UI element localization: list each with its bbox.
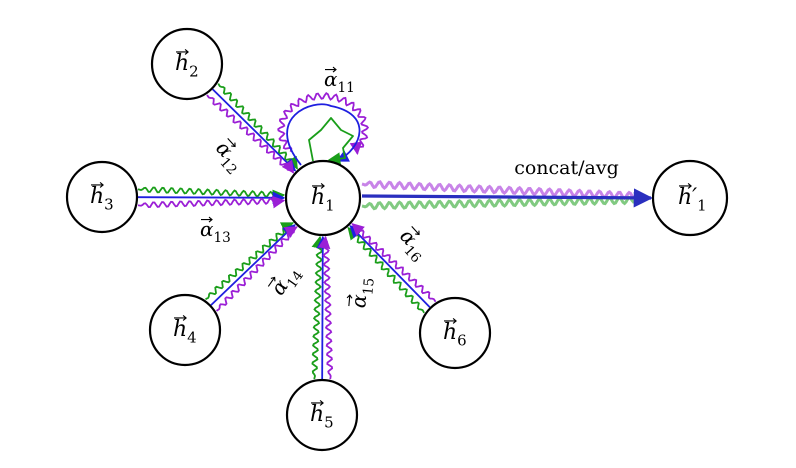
attention-label-16: α16 xyxy=(391,224,433,266)
vector-arrow-icon xyxy=(312,183,325,189)
green-head-loop xyxy=(308,117,354,165)
output-arrow: concat/avg xyxy=(361,157,653,211)
vector-arrow-icon xyxy=(325,66,337,73)
green-head-line xyxy=(137,186,286,203)
vector-arrow-icon xyxy=(267,276,276,287)
blue-head-line xyxy=(316,235,330,380)
node-circle xyxy=(65,160,139,234)
svg-text:h1: h1 xyxy=(311,185,335,215)
blue-head-loop xyxy=(286,103,361,166)
vector-arrow-icon xyxy=(91,182,104,188)
node-label-h1p: h′1 xyxy=(678,183,707,215)
vector-arrow-icon xyxy=(311,400,324,406)
blue-head-output xyxy=(361,188,653,208)
blue-head-line xyxy=(210,224,296,306)
output-layer: concat/avg xyxy=(361,157,653,211)
edges-layer xyxy=(137,83,437,380)
vector-arrow-icon xyxy=(346,294,353,307)
vector-arrow-icon xyxy=(227,137,236,148)
blue-head-line xyxy=(349,224,431,308)
node-circle xyxy=(284,159,362,237)
node-circle xyxy=(418,296,492,370)
green-head-line xyxy=(311,235,324,380)
svg-text:h6: h6 xyxy=(443,320,467,350)
alpha-13: α13 xyxy=(200,216,231,246)
green-head-line xyxy=(205,222,295,301)
blue-head-line xyxy=(137,191,286,205)
edge-h5-to-h1 xyxy=(311,235,334,380)
edge-h2-to-h1 xyxy=(206,83,298,174)
vector-arrow-icon xyxy=(201,216,213,223)
purple-head-loop xyxy=(277,92,370,155)
purple-head-line xyxy=(317,235,334,380)
alpha-11: α11 xyxy=(324,66,355,96)
node-h1: h1 xyxy=(284,159,362,237)
node-h6: h6 xyxy=(418,296,492,370)
vector-arrow-icon xyxy=(174,315,187,321)
purple-head-line xyxy=(137,195,286,209)
node-circle xyxy=(150,27,224,101)
svg-text:h2: h2 xyxy=(175,51,199,81)
node-circle xyxy=(285,378,359,452)
attention-label-14: α14 xyxy=(266,268,307,300)
self-loop-h1 xyxy=(277,92,370,166)
node-h1p: h′1 xyxy=(651,159,729,237)
node-label-h1: h1 xyxy=(311,183,335,215)
alpha-15: α15 xyxy=(346,276,378,309)
green-head-line xyxy=(217,83,298,170)
alpha-16: α16 xyxy=(391,224,433,266)
edge-h6-to-h1 xyxy=(347,223,437,314)
node-h3: h3 xyxy=(65,160,139,234)
svg-text:α16: α16 xyxy=(391,224,433,266)
blue-head-line xyxy=(212,88,297,172)
svg-text:h′1: h′1 xyxy=(678,185,707,215)
green-head-output xyxy=(361,195,642,211)
edge-h4-to-h1 xyxy=(205,222,298,312)
node-label-h5: h5 xyxy=(310,400,334,432)
purple-head-line xyxy=(351,223,437,303)
vector-arrow-icon xyxy=(176,49,189,55)
green-head-line xyxy=(347,226,425,314)
attention-label-12: α12 xyxy=(207,136,249,178)
vector-arrow-icon xyxy=(411,225,420,236)
vector-arrow-icon xyxy=(444,318,457,324)
attention-label-11: α11 xyxy=(324,66,355,96)
svg-text:h5: h5 xyxy=(310,402,334,432)
svg-text:h4: h4 xyxy=(173,317,197,347)
svg-text:α15: α15 xyxy=(346,276,378,309)
edge-h3-to-h1 xyxy=(137,186,286,209)
purple-head-line xyxy=(206,94,295,174)
alpha-12: α12 xyxy=(207,136,249,178)
node-h4: h4 xyxy=(148,293,222,367)
node-h2: h2 xyxy=(150,27,224,101)
svg-text:h3: h3 xyxy=(90,184,114,214)
alpha-14: α14 xyxy=(266,268,307,300)
attention-label-15: α15 xyxy=(346,276,378,309)
node-h5: h5 xyxy=(285,378,359,452)
node-circle xyxy=(651,159,729,237)
attention-label-13: α13 xyxy=(200,216,231,246)
vector-arrow-icon xyxy=(679,183,692,189)
node-circle xyxy=(148,293,222,367)
svg-text:α12: α12 xyxy=(207,136,249,178)
nodes-layer: h1 h2 h3 h4 h5 h6 h′1 xyxy=(65,27,729,452)
node-label-h2: h2 xyxy=(175,49,199,81)
node-label-h6: h6 xyxy=(443,318,467,350)
node-label-h4: h4 xyxy=(173,315,197,347)
svg-text:α13: α13 xyxy=(200,217,231,246)
node-label-h3: h3 xyxy=(90,182,114,214)
purple-head-line xyxy=(215,226,298,312)
output-label: concat/avg xyxy=(514,157,619,179)
svg-text:α11: α11 xyxy=(324,67,355,96)
